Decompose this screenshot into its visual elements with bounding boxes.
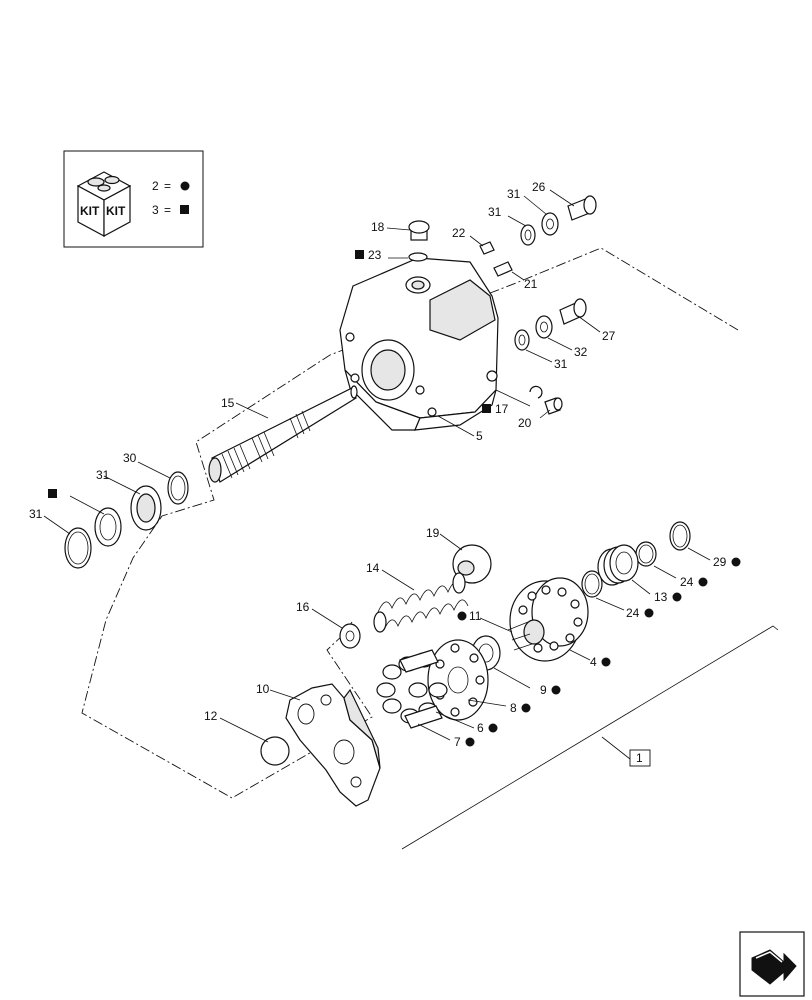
plug-16 bbox=[408, 220, 430, 241]
pump-housing bbox=[339, 257, 499, 431]
callout-19: 19 bbox=[426, 526, 440, 540]
spring-14 bbox=[597, 544, 639, 586]
callout-23: 23 bbox=[368, 248, 382, 262]
legend-circle-icon bbox=[180, 181, 190, 191]
callout-24a: 24 bbox=[680, 575, 694, 589]
callout-14-circle-icon bbox=[672, 592, 682, 602]
callout-31a: 31 bbox=[488, 205, 502, 219]
callout-28-circle-icon bbox=[731, 557, 741, 567]
callout-31b: 31 bbox=[507, 187, 521, 201]
callout-12: 12 bbox=[204, 709, 218, 723]
callout-1: 1 bbox=[636, 751, 643, 765]
kit-label-right: KIT bbox=[106, 204, 126, 218]
plug-20 bbox=[544, 397, 563, 415]
callout-32-square-icon bbox=[48, 489, 57, 498]
callout-21: 21 bbox=[524, 277, 538, 291]
callout-4-circle-icon bbox=[601, 657, 611, 667]
callout-6: 6 bbox=[477, 721, 484, 735]
cylinder-block bbox=[509, 577, 589, 662]
legend-row-3-number: 3 bbox=[152, 203, 159, 217]
callout-24b: 24 bbox=[626, 606, 640, 620]
callout-31d: 32 bbox=[574, 345, 588, 359]
check-ball bbox=[260, 736, 290, 766]
pin-22 bbox=[479, 241, 495, 255]
o-ring-23 bbox=[408, 252, 428, 262]
callout-29: 31 bbox=[29, 507, 43, 521]
callout-20: 20 bbox=[518, 416, 532, 430]
callout-17-square-icon bbox=[482, 404, 491, 413]
callout-11: 11 bbox=[469, 609, 482, 623]
callout-7-circle-icon bbox=[465, 737, 475, 747]
callout-18: 16 bbox=[296, 600, 310, 614]
callout-9: 9 bbox=[540, 683, 547, 697]
spring-15 bbox=[373, 572, 469, 633]
piston-25 bbox=[567, 195, 597, 221]
callout-28: 29 bbox=[713, 555, 727, 569]
kit-box-icon: KIT KIT bbox=[76, 171, 132, 238]
port-plate bbox=[285, 683, 381, 807]
callout-box-1 bbox=[629, 749, 651, 767]
callout-31c: 31 bbox=[554, 357, 568, 371]
drive-shaft bbox=[208, 385, 358, 483]
callout-16: 18 bbox=[371, 220, 385, 234]
callout-9-circle-icon bbox=[551, 685, 561, 695]
callout-5: 5 bbox=[476, 429, 483, 443]
piston-26 bbox=[559, 298, 587, 325]
callout-8-circle-icon bbox=[521, 703, 531, 713]
o-ring-17 bbox=[529, 385, 543, 399]
retainer-plate bbox=[427, 639, 489, 721]
legend-row-3-eq: = bbox=[164, 203, 171, 217]
legend-row-2-eq: = bbox=[164, 179, 171, 193]
callout-14: 13 bbox=[654, 590, 668, 604]
callout-27: 30 bbox=[123, 451, 137, 465]
kit-label-left: KIT bbox=[80, 204, 100, 218]
legend-row-2-number: 2 bbox=[152, 179, 159, 193]
callout-10: 10 bbox=[256, 682, 270, 696]
leader-lines bbox=[43, 189, 711, 743]
callout-6-circle-icon bbox=[488, 723, 498, 733]
callout-25: 26 bbox=[532, 180, 546, 194]
callout-22: 22 bbox=[452, 226, 466, 240]
callout-11-circle-icon bbox=[457, 611, 467, 621]
callout-30: 31 bbox=[96, 468, 110, 482]
callout-15: 14 bbox=[366, 561, 380, 575]
next-page-arrow-icon[interactable] bbox=[739, 931, 805, 997]
callout-7: 7 bbox=[454, 735, 461, 749]
callout-4: 4 bbox=[590, 655, 597, 669]
assembly-boundary-line bbox=[81, 247, 739, 799]
callout-8: 8 bbox=[510, 701, 517, 715]
callout-13: 15 bbox=[221, 396, 235, 410]
callout-23-square-icon bbox=[355, 250, 364, 259]
callout-26: 27 bbox=[602, 329, 616, 343]
item-1-bracket bbox=[401, 625, 779, 850]
callout-24a-circle-icon bbox=[698, 577, 708, 587]
legend-square-icon bbox=[180, 205, 189, 214]
kit-legend: KIT KIT 2 = 3 = bbox=[63, 150, 204, 248]
piston-set bbox=[376, 649, 448, 729]
pin-21 bbox=[493, 261, 513, 277]
callout-24b-circle-icon bbox=[644, 608, 654, 618]
callout-17: 17 bbox=[495, 402, 509, 416]
